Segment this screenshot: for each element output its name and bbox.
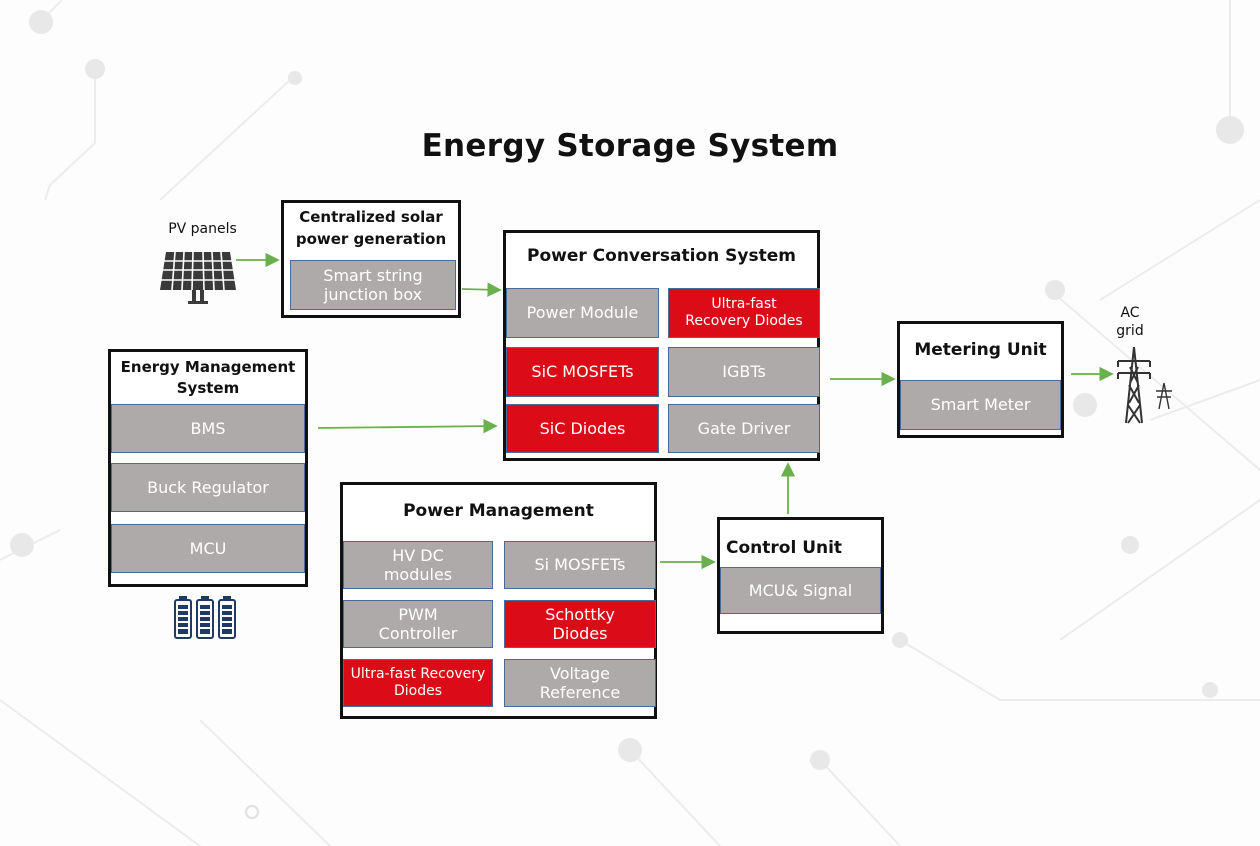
diagram-title: Energy Storage System	[421, 128, 839, 164]
arrow-solar-to-pcs	[461, 282, 502, 297]
pm-voltage-reference[interactable]: Voltage Reference	[504, 659, 656, 707]
power-tower-icon	[1117, 346, 1172, 424]
pcs-gate-driver[interactable]: Gate Driver	[668, 404, 820, 453]
pm-title: Power Management	[403, 501, 594, 521]
metering-smart-meter[interactable]: Smart Meter	[900, 380, 1061, 430]
battery-icon	[174, 596, 236, 639]
pm-si-mosfets[interactable]: Si MOSFETs	[504, 541, 656, 589]
pm-pwm-controller[interactable]: PWM Controller	[343, 600, 493, 648]
pcs-power-module[interactable]: Power Module	[506, 288, 659, 338]
pcs-igbts[interactable]: IGBTs	[668, 347, 820, 397]
metering-unit-title: Metering Unit	[914, 340, 1047, 360]
pm-ultra-fast-recovery-diodes[interactable]: Ultra-fast Recovery Diodes	[343, 659, 493, 707]
centralized-solar-box: Centralized solar power generation Smart…	[281, 200, 461, 318]
pm-schottky-diodes[interactable]: Schottky Diodes	[504, 600, 656, 648]
solar-panel-icon	[160, 251, 236, 304]
control-unit-title: Control Unit	[726, 538, 843, 558]
energy-management-system-box: Energy Management System BMS Buck Regula…	[108, 349, 308, 587]
pcs-sic-diodes[interactable]: SiC Diodes	[506, 404, 659, 453]
pcs-ultra-fast-recovery-diodes[interactable]: Ultra-fast Recovery Diodes	[668, 288, 820, 338]
centralized-solar-title: Centralized solar power generation	[295, 208, 447, 248]
pm-hv-dc-modules[interactable]: HV DC modules	[343, 541, 493, 589]
power-management-box: Power Management HV DC modules Si MOSFET…	[340, 482, 657, 719]
power-conversation-system-box: Power Conversation System Power Module U…	[503, 230, 820, 461]
control-unit-box: Control Unit MCU& Signal	[717, 517, 884, 634]
arrow-ems-to-pcs	[317, 418, 498, 434]
pcs-sic-mosfets[interactable]: SiC MOSFETs	[506, 347, 659, 397]
pcs-title: Power Conversation System	[527, 246, 796, 266]
ems-mcu[interactable]: MCU	[111, 524, 305, 573]
ems-buck-regulator[interactable]: Buck Regulator	[111, 463, 305, 512]
ems-title: Energy Management System	[120, 358, 296, 397]
ems-bms[interactable]: BMS	[111, 404, 305, 453]
pv-panels-label: PV panels	[168, 221, 237, 237]
ac-grid-label: AC grid	[1116, 305, 1144, 339]
metering-unit-box: Metering Unit Smart Meter	[897, 321, 1064, 438]
control-mcu-signal[interactable]: MCU& Signal	[720, 567, 881, 614]
smart-string-junction-box[interactable]: Smart string junction box	[290, 260, 456, 310]
